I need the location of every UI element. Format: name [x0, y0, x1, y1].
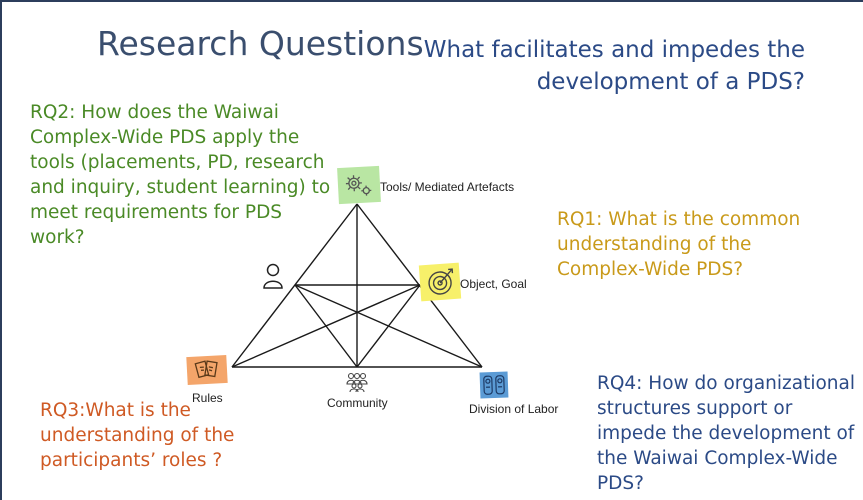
- research-question-1: RQ1: What is the common understanding of…: [557, 209, 801, 280]
- slide-subtitle: What facilitates and impedes the develop…: [423, 37, 805, 95]
- research-question-3: RQ3:What is the understanding of the par…: [40, 400, 235, 471]
- research-question-2: RQ2: How does the Waiwai Complex-Wide PD…: [30, 102, 331, 248]
- line-object-rules: [231, 284, 421, 368]
- object-sticky: [418, 262, 462, 302]
- division-sticky: [479, 371, 509, 399]
- person-icon: [263, 263, 283, 289]
- division-label: Division of Labor: [469, 402, 559, 416]
- research-question-4: RQ4: How do organizational structures su…: [597, 373, 855, 494]
- rules-sticky: [186, 354, 228, 386]
- tools-sticky: [337, 165, 381, 205]
- community-label: Community: [327, 396, 388, 410]
- tools-label: Tools/ Mediated Artefacts: [380, 180, 515, 194]
- rules-cards-icon: [194, 360, 218, 379]
- object-label: Object, Goal: [460, 277, 527, 291]
- triangle-edge-left: [231, 203, 358, 368]
- community-people-icon: [346, 372, 368, 392]
- target-icon: [428, 268, 454, 295]
- slide-title: Research Questions: [97, 24, 424, 63]
- division-of-labor-icon: [483, 375, 505, 395]
- gears-icon: [345, 175, 372, 196]
- line-subject-division: [294, 284, 483, 368]
- rules-label: Rules: [192, 391, 223, 405]
